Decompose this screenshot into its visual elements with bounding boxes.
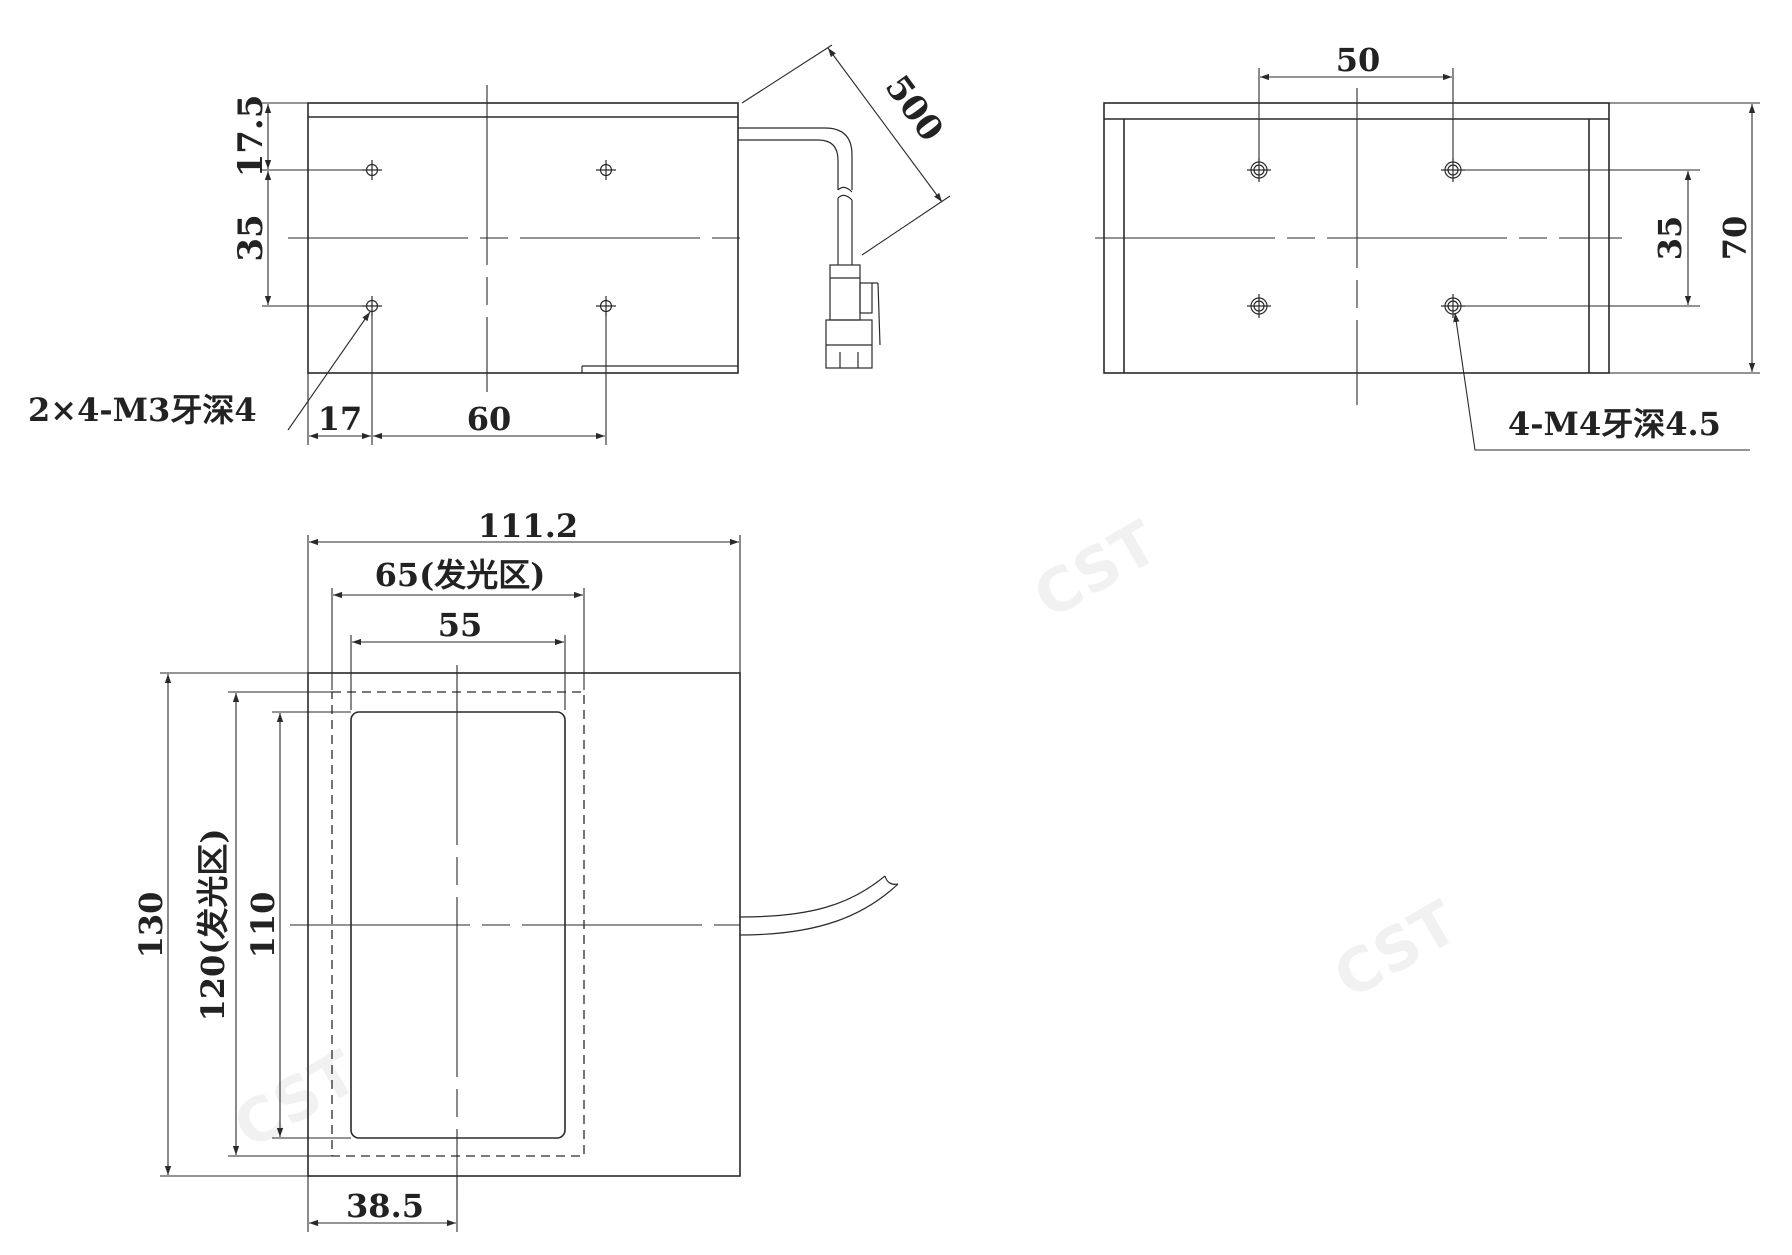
dimension-111-2-label: 111.2 — [478, 507, 578, 545]
hole-callout-leader — [1453, 312, 1750, 451]
dimension-35-label: 35 — [231, 214, 271, 261]
cable — [739, 875, 899, 936]
top-right-view: 50 35 70 4-M4牙深4.5 — [1095, 41, 1760, 451]
top-left-view: 500 17.5 35 17 60 2×4-M3牙深4 — [28, 44, 951, 445]
dimension-50-label: 50 — [1336, 41, 1381, 79]
watermark-text: CST — [1023, 508, 1170, 633]
dimension-500-label: 500 — [877, 68, 951, 149]
dimension-35-label: 35 — [1651, 216, 1689, 261]
cable — [738, 127, 853, 265]
hole-callout-note: 4-M4牙深4.5 — [1508, 405, 1721, 443]
dimension-70-label: 70 — [1716, 216, 1754, 261]
dimension-60-label: 60 — [467, 400, 512, 438]
dimension-130-label: 130 — [132, 892, 170, 959]
watermark-text: CST — [1323, 888, 1470, 1013]
dimension-110-label: 110 — [244, 892, 282, 959]
dimension-500-line — [827, 47, 943, 203]
dimension-65-label: 65(发光区) — [375, 556, 546, 594]
hole-callout-leader — [287, 311, 371, 431]
mounting-hole — [362, 160, 382, 180]
dimension-38-5-label: 38.5 — [346, 1187, 424, 1225]
mounting-hole — [596, 160, 616, 180]
mounting-hole — [1247, 294, 1271, 318]
watermark-text: CST — [223, 1038, 370, 1163]
emitting-area-outline — [331, 691, 585, 1157]
hole-callout-note: 2×4-M3牙深4 — [28, 391, 257, 429]
dimension-120-label: 120(发光区) — [194, 828, 232, 1021]
connector-icon — [825, 264, 881, 369]
dimension-17-label: 17 — [318, 400, 363, 438]
dimension-17-5-label: 17.5 — [231, 95, 271, 178]
dimension-55-label: 55 — [438, 606, 483, 644]
watermark-layer: CST CST CST — [223, 508, 1470, 1163]
bottom-view: 111.2 65(发光区) 55 130 120(发光区) 110 38.5 — [132, 507, 899, 1232]
